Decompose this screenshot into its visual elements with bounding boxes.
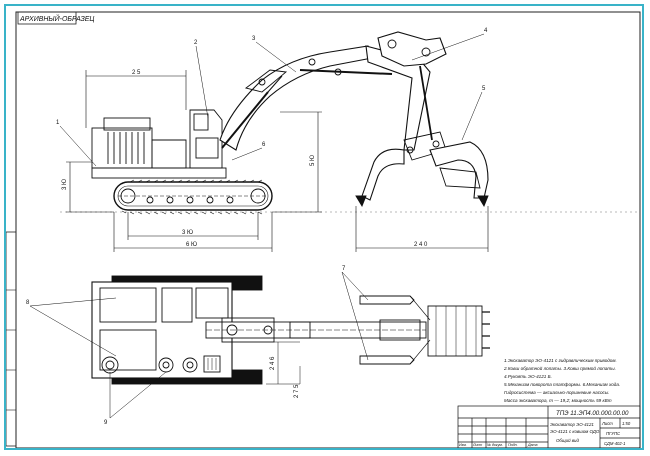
tb-row-label: Изм. [459, 443, 467, 447]
title-block [457, 405, 641, 449]
dim-cab-width: 2 5 [132, 70, 141, 76]
binding-strip [5, 231, 17, 447]
dim-plan-track: 2 7 5 [294, 384, 300, 398]
technical-notes: 1.Экскаватор ЭО-4121 с гидравлическим пр… [503, 358, 620, 403]
note-line: 1.Экскаватор ЭО-4121 с гидравлическим пр… [504, 358, 617, 363]
tb-row-label: Подп. [508, 443, 518, 447]
callout-5: 5 [482, 86, 486, 92]
doc-code: ТПЭ 11.ЭП4.00.000.00.00 [556, 410, 629, 417]
drawing-name-2: ЭО-4121 с ковшом ОДО. [550, 429, 601, 434]
excavator-plan-view [91, 275, 490, 385]
note-line: Масса экскаватора, т — 19,2; мощность 59… [504, 398, 612, 403]
callout-2: 2 [194, 40, 198, 46]
callout-6: 6 [262, 142, 266, 148]
callout-8: 8 [26, 300, 30, 306]
note-line: 4.Рукоять ЭО-4121 Б. [504, 374, 552, 379]
callout-3: 3 [252, 36, 256, 42]
dim-bucket-width: 2 4 0 [414, 242, 428, 248]
org-name: ПГУПС [606, 431, 621, 436]
callout-7: 7 [342, 266, 346, 272]
callout-4: 4 [484, 28, 488, 34]
top-stamp: АРХИВНЫЙ-ОБРАЗЕЦ [19, 14, 95, 23]
dim-track-length: 3 Ю [182, 230, 193, 236]
note-line: Гидросистема — аксиально-поршневые насос… [504, 390, 610, 395]
tb-row-label: № докум. [487, 443, 503, 447]
note-line: 2.Ковш обратной лопаты. 3.Ковш прямой ло… [503, 365, 616, 371]
drawing-name-1: Экскаватор ЭО-4121 [550, 422, 594, 427]
dim-plan-width: 2 4 6 [270, 356, 276, 370]
tb-row-label: Лист [472, 443, 482, 447]
side-dimensions [60, 70, 640, 252]
dim-boom-height: 5 Ю [310, 155, 316, 166]
callout-leaders [59, 33, 485, 167]
sheet-label: Лист [601, 421, 613, 426]
group-name: СДМ-402-1 [604, 441, 625, 446]
scale-value: 1:50 [622, 421, 631, 426]
plan-dimensions [29, 271, 369, 419]
callout-9: 9 [104, 420, 108, 426]
drawing-name-3: Общий вид [556, 438, 579, 443]
callout-1: 1 [56, 120, 60, 126]
note-line: 5.Механизм поворота платформы. 6.Механиз… [504, 382, 620, 387]
tb-row-label: Дата [527, 443, 537, 447]
dim-overall-length: 6 Ю [186, 242, 197, 248]
dim-overall-height: 3 Ю [62, 179, 68, 190]
excavator-side-view [91, 31, 489, 215]
